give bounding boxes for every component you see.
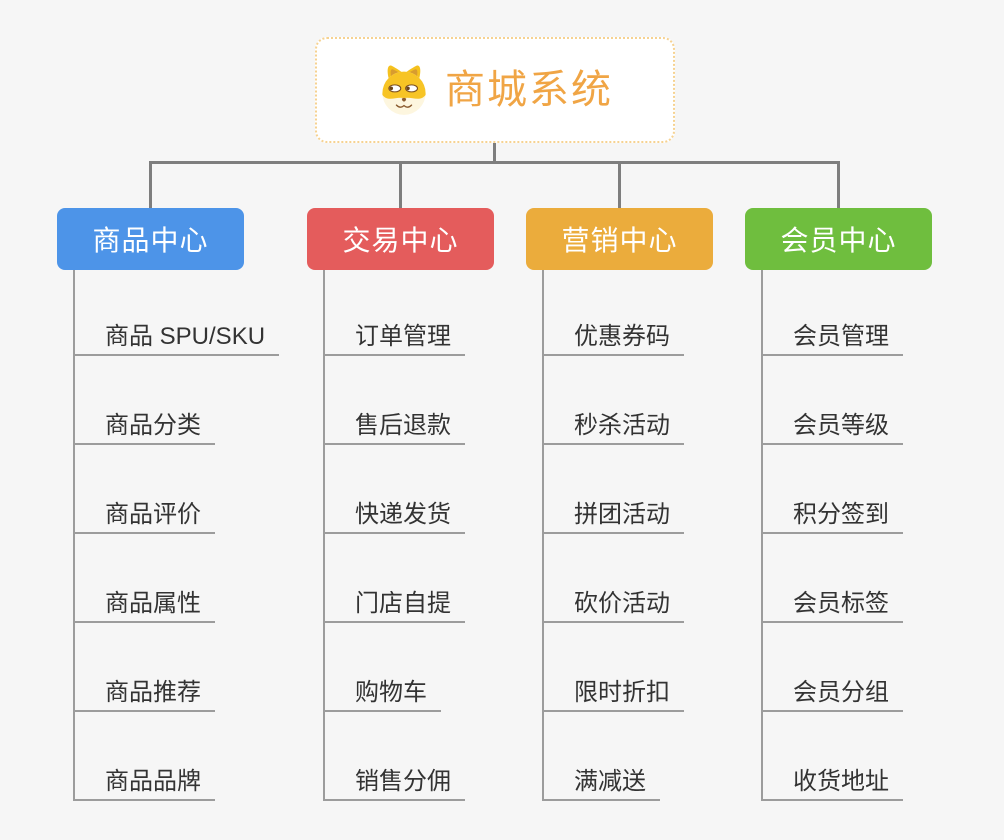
child-node[interactable]: 商品评价 (73, 490, 215, 534)
branch-children-goods: 商品 SPU/SKU 商品分类商品评价商品属性商品推荐商品品牌 (57, 270, 307, 815)
branch-children-marketing: 优惠券码秒杀活动拼团活动砍价活动限时折扣满减送 (526, 270, 776, 815)
child-node[interactable]: 会员等级 (761, 401, 903, 445)
child-node[interactable]: 商品品牌 (73, 757, 215, 801)
connector-spine (761, 270, 763, 800)
child-node[interactable]: 拼团活动 (542, 490, 684, 534)
child-node[interactable]: 收货地址 (761, 757, 903, 801)
child-node[interactable]: 优惠券码 (542, 312, 684, 356)
connector-drop-4 (837, 161, 840, 209)
connector-spine (542, 270, 544, 800)
connector-drop-1 (149, 161, 152, 209)
branch-node-member[interactable]: 会员中心 (745, 208, 932, 270)
child-node[interactable]: 会员标签 (761, 579, 903, 623)
child-node[interactable]: 会员管理 (761, 312, 903, 356)
child-node[interactable]: 购物车 (323, 668, 441, 712)
child-node[interactable]: 商品分类 (73, 401, 215, 445)
child-node[interactable]: 砍价活动 (542, 579, 684, 623)
child-node[interactable]: 会员分组 (761, 668, 903, 712)
child-node[interactable]: 销售分佣 (323, 757, 465, 801)
root-node[interactable]: 商城系统 (315, 37, 675, 143)
child-node[interactable]: 商品推荐 (73, 668, 215, 712)
child-node[interactable]: 积分签到 (761, 490, 903, 534)
branch-node-marketing[interactable]: 营销中心 (526, 208, 713, 270)
connector-spine (73, 270, 75, 800)
branch-children-member: 会员管理会员等级积分签到会员标签会员分组收货地址 (745, 270, 995, 815)
connector-drop-3 (618, 161, 621, 209)
child-node[interactable]: 商品 SPU/SKU (73, 312, 280, 356)
root-title: 商城系统 (445, 68, 613, 112)
connector-drop-2 (399, 161, 402, 209)
child-node[interactable]: 商品属性 (73, 579, 215, 623)
child-node[interactable]: 秒杀活动 (542, 401, 684, 445)
connector-spine (323, 270, 325, 800)
child-node[interactable]: 门店自提 (323, 579, 465, 623)
child-node[interactable]: 满减送 (542, 757, 660, 801)
connector-main-horizontal (149, 161, 840, 164)
dog-face-icon (377, 63, 431, 117)
child-node[interactable]: 限时折扣 (542, 668, 684, 712)
child-node[interactable]: 快递发货 (323, 490, 465, 534)
branch-node-trade[interactable]: 交易中心 (307, 208, 494, 270)
branch-node-goods[interactable]: 商品中心 (57, 208, 244, 270)
connector-root-stub (493, 143, 496, 163)
child-node[interactable]: 售后退款 (323, 401, 465, 445)
child-node[interactable]: 订单管理 (323, 312, 465, 356)
branch-children-trade: 订单管理售后退款快递发货门店自提购物车销售分佣 (307, 270, 557, 815)
